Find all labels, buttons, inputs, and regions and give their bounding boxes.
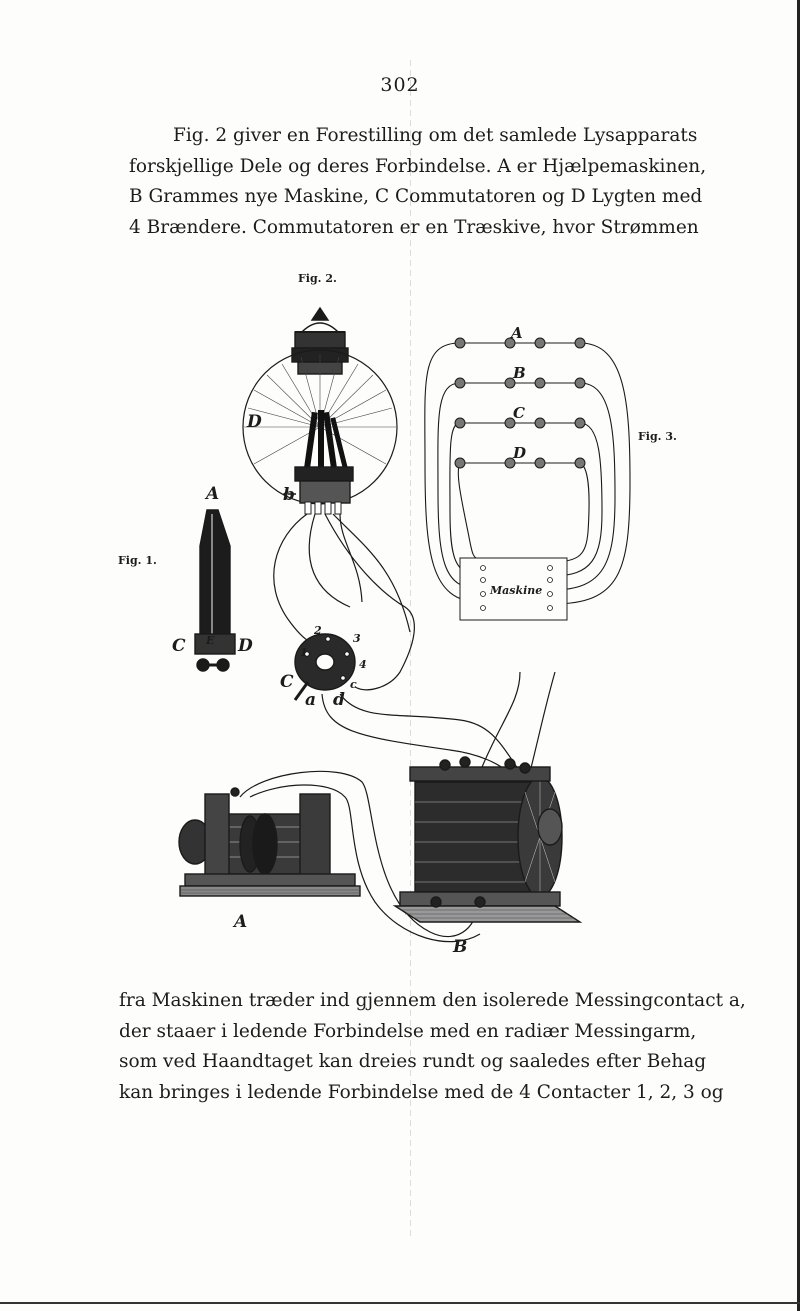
lamp-letter-b: b: [283, 485, 295, 505]
commutator-letter-d: d: [333, 690, 345, 710]
fig3-maskine-label: Maskine: [490, 584, 543, 597]
lamp-drawing: [242, 306, 398, 515]
engraving-illustration: [178, 306, 631, 943]
machine-b-letter: B: [453, 937, 468, 957]
text-line: 4 Brændere. Commutatoren er en Træskive,…: [129, 216, 699, 238]
fig3-label: Fig. 3.: [638, 430, 677, 443]
paragraph-bottom: fra Maskinen træder ind gjennem den isol…: [119, 986, 746, 1108]
engraving-figure: Fig. 2. Fig. 3. Fig. 1. A C E D D b C 1 …: [100, 262, 700, 972]
text-line: forskjellige Dele og deres Forbindelse. …: [129, 155, 707, 177]
paragraph-top: Fig. 2 giver en Forestilling om det saml…: [129, 121, 707, 243]
fig3-row-c: C: [513, 404, 525, 422]
fig1-letter-e: E: [206, 634, 215, 647]
page-number: 302: [380, 74, 420, 96]
machine-a: [178, 787, 361, 897]
fig3-row-d: D: [513, 444, 527, 462]
wires: [239, 513, 556, 943]
text-line: Fig. 2 giver en Forestilling om det saml…: [173, 125, 698, 146]
commutator-num-1: 1: [300, 646, 308, 659]
fig3-wiring-diagram: [424, 337, 631, 621]
page-edge-bottom: [0, 1302, 800, 1304]
text-line: der staaer i ledende Forbindelse med en …: [119, 1020, 697, 1042]
text-line: kan bringes i ledende Forbindelse med de…: [119, 1081, 724, 1103]
machine-a-letter: A: [234, 912, 248, 932]
commutator-num-4: 4: [359, 658, 367, 671]
fig1-carbon-holder: [194, 509, 236, 672]
commutator-letter-c: C: [280, 672, 294, 692]
lamp-letter-d: D: [247, 412, 262, 432]
fig1-letter-a: A: [206, 484, 220, 504]
commutator-num-3: 3: [353, 632, 361, 645]
commutator-num-2: 2: [314, 624, 322, 637]
page-edge: [797, 0, 800, 1311]
commutator-disk: [293, 633, 356, 701]
text-line: B Grammes nye Maskine, C Commutatoren og…: [129, 186, 703, 207]
fig3-row-b: B: [513, 364, 526, 382]
fig1-label: Fig. 1.: [118, 554, 157, 567]
machine-b: [392, 756, 583, 923]
fig2-label: Fig. 2.: [298, 272, 337, 285]
fig1-letter-d: D: [238, 636, 253, 656]
text-line: som ved Haandtaget kan dreies rundt og s…: [119, 1051, 707, 1072]
commutator-letter-a: a: [305, 690, 317, 710]
fig3-row-a: A: [511, 324, 523, 342]
fig1-letter-c: C: [172, 636, 186, 656]
text-line: fra Maskinen træder ind gjennem den isol…: [119, 990, 746, 1011]
commutator-letter-c-small: c: [350, 678, 357, 691]
